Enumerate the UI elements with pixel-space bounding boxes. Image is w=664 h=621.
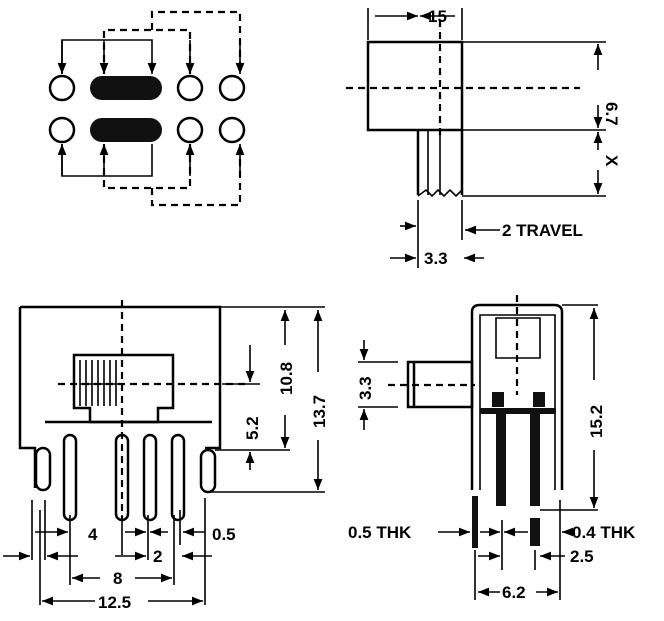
side-view: 3.3 15.2 0.5 THK 0.4 THK 2.5 6.2: [348, 295, 636, 602]
dim-4: 4: [88, 525, 98, 544]
dim-15-2: 15.2: [587, 405, 606, 438]
dim-3-3-side: 3.3: [356, 376, 375, 400]
thk-0-5-label: 0.5 THK: [348, 523, 412, 542]
travel-label: 2 TRAVEL: [502, 221, 583, 240]
dim-13-7: 13.7: [310, 395, 329, 428]
dim-15: 15: [428, 7, 447, 26]
dim-3-3-top: 3.3: [424, 249, 448, 268]
dim-5-2: 5.2: [243, 416, 262, 440]
dim-12-5: 12.5: [98, 593, 131, 612]
dim-x: X: [602, 155, 621, 167]
dim-6-2: 6.2: [502, 583, 526, 602]
front-view: 5.2 10.8 13.7 4 2 0.5 8 12.5: [3, 300, 329, 612]
pad-holes: [48, 74, 246, 144]
pins: [34, 433, 217, 522]
pcb-footprint: [48, 10, 246, 207]
connection-paths: [57, 10, 245, 207]
dim-0-5: 0.5: [212, 525, 236, 544]
dim-10-8: 10.8: [277, 362, 296, 395]
dim-6-7: 6.7: [602, 102, 621, 126]
dim-8: 8: [113, 569, 122, 588]
dim-2-5: 2.5: [570, 547, 594, 566]
dim-2: 2: [153, 547, 162, 566]
top-view: 15 6.7 X 2 TRAVEL 3.3: [346, 7, 621, 268]
thk-0-4-label: 0.4 THK: [572, 523, 636, 542]
